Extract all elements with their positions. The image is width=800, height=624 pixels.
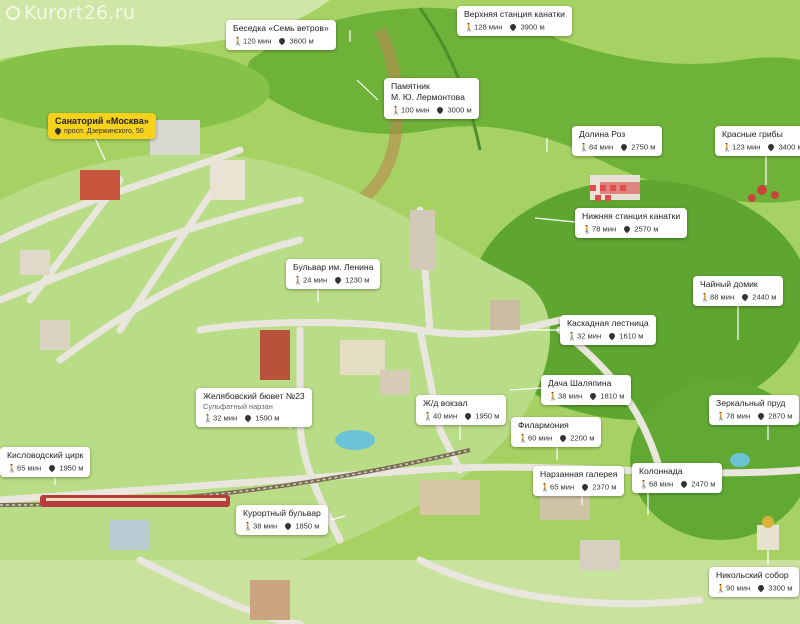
poi-zhelyabovsky-buvet[interactable]: Желябовский бювет №23 Сульфатный нарзан … — [196, 388, 312, 427]
location-pin-icon — [283, 521, 293, 531]
location-pin-icon — [607, 331, 617, 341]
walker-icon: 🚶 — [464, 22, 474, 32]
location-pin-icon — [53, 126, 63, 136]
logo-icon — [6, 6, 20, 20]
watermark: Kurort26.ru — [6, 2, 135, 24]
location-pin-icon — [622, 224, 632, 234]
location-pin-icon — [756, 411, 766, 421]
location-pin-icon — [333, 275, 343, 285]
location-pin-icon — [619, 142, 629, 152]
cable-car-line — [418, 7, 482, 151]
walker-icon: 🚶 — [567, 331, 577, 341]
location-pin-icon — [767, 142, 776, 152]
walker-icon: 🚶 — [423, 411, 433, 421]
location-pin-icon — [679, 479, 689, 489]
walker-icon: 🚶 — [203, 413, 213, 423]
walker-icon: 🚶 — [243, 521, 253, 531]
location-pin-icon — [463, 411, 473, 421]
walker-icon: 🚶 — [518, 433, 528, 443]
location-pin-icon — [278, 36, 287, 46]
location-pin-icon — [740, 292, 750, 302]
forest-park — [470, 180, 800, 420]
cathedral — [757, 516, 779, 550]
walker-icon: 🚶 — [293, 275, 303, 285]
cliff — [356, 27, 403, 205]
walker-icon: 🚶 — [579, 142, 589, 152]
train — [40, 495, 230, 507]
walker-icon: 🚶 — [639, 479, 649, 489]
location-pin-icon — [47, 463, 57, 473]
pond — [335, 430, 375, 450]
walker-icon: 🚶 — [391, 105, 401, 115]
walker-icon: 🚶 — [7, 463, 17, 473]
rose-garden — [590, 185, 626, 201]
walker-icon: 🚶 — [540, 482, 550, 492]
red-mushrooms — [748, 185, 779, 202]
walker-icon: 🚶 — [700, 292, 710, 302]
distant-haze — [0, 0, 330, 60]
hotel-label[interactable]: Санаторий «Москва» просп. Дзержинского, … — [48, 113, 156, 139]
walker-icon: 🚶 — [582, 224, 592, 234]
location-pin-icon — [509, 22, 518, 32]
location-pin-icon — [580, 482, 590, 492]
walker-icon: 🚶 — [716, 583, 726, 593]
walker-icon: 🚶 — [722, 142, 732, 152]
location-pin-icon — [588, 391, 598, 401]
town-south — [0, 560, 800, 624]
location-pin-icon — [436, 105, 445, 115]
location-pin-icon — [558, 433, 568, 443]
location-pin-icon — [243, 413, 253, 423]
walker-icon: 🚶 — [233, 36, 243, 46]
mirror-pond — [730, 453, 750, 467]
location-pin-icon — [756, 583, 766, 593]
walker-icon: 🚶 — [548, 391, 558, 401]
hills-left — [0, 45, 270, 135]
walker-icon: 🚶 — [716, 411, 726, 421]
